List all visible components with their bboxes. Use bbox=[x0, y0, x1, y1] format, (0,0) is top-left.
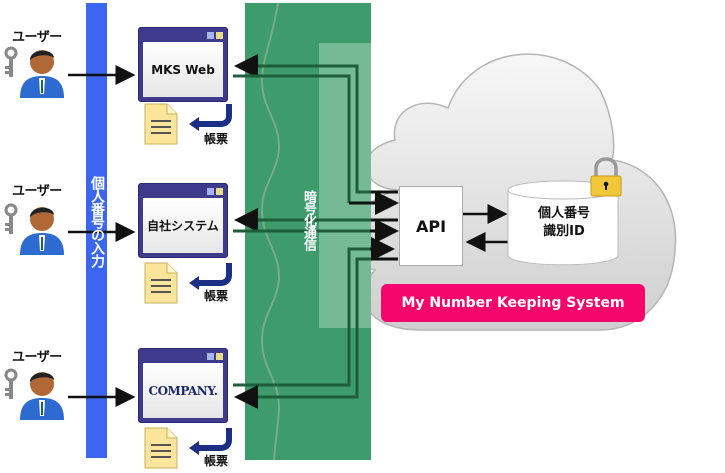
user1-avatar bbox=[4, 46, 64, 98]
system-window-in-house[interactable]: 自社システム bbox=[138, 183, 228, 258]
report1-arrow-icon bbox=[198, 104, 232, 127]
user3-avatar bbox=[4, 368, 64, 420]
report1-arrowhead bbox=[189, 117, 199, 131]
window-button-icon bbox=[216, 188, 223, 195]
lock-icon bbox=[590, 157, 622, 197]
mks-system-label: My Number Keeping System bbox=[381, 284, 645, 322]
window-titlebar bbox=[139, 349, 227, 362]
window-button-icon bbox=[207, 188, 214, 195]
user2-avatar bbox=[4, 203, 64, 255]
database-label-line2: 識別ID bbox=[543, 224, 585, 239]
user1-label: ユーザー bbox=[12, 30, 62, 45]
report2-label: 帳票 bbox=[204, 289, 229, 303]
database-label: 個人番号 識別ID bbox=[509, 205, 619, 241]
report3-arrow-icon bbox=[198, 428, 232, 451]
window-titlebar bbox=[139, 28, 227, 41]
report3-arrowhead bbox=[189, 441, 199, 455]
system-label: MKS Web bbox=[143, 42, 223, 97]
system-label: 自社システム bbox=[143, 198, 223, 253]
window-button-icon bbox=[216, 353, 223, 360]
window-button-icon bbox=[216, 32, 223, 39]
wavy-line bbox=[260, 2, 281, 461]
system-window-mks-web[interactable]: MKS Web bbox=[138, 27, 228, 102]
report2-arrow-icon bbox=[198, 263, 232, 286]
system-window-company[interactable]: COMPANY. bbox=[138, 348, 228, 423]
sys1-send-line bbox=[233, 74, 351, 203]
report2-arrowhead bbox=[189, 276, 199, 290]
report3-label: 帳票 bbox=[204, 454, 229, 468]
api-box: API bbox=[399, 186, 463, 266]
input-bar bbox=[86, 3, 107, 458]
window-titlebar bbox=[139, 184, 227, 197]
sys3-send-line bbox=[233, 247, 370, 387]
window-button-icon bbox=[207, 32, 214, 39]
encryption-label: 暗号化通信 bbox=[301, 190, 316, 250]
company-logo: COMPANY. bbox=[143, 363, 223, 418]
report2-doc-icon bbox=[144, 262, 178, 304]
input-bar-label: 個人番号の入力 bbox=[89, 176, 105, 267]
report3-doc-icon bbox=[144, 427, 178, 469]
report1-label: 帳票 bbox=[204, 132, 229, 146]
encryption-highlight bbox=[319, 43, 371, 328]
window-button-icon bbox=[207, 353, 214, 360]
user3-label: ユーザー bbox=[12, 350, 62, 365]
database-label-line1: 個人番号 bbox=[537, 206, 590, 221]
report1-doc-icon bbox=[144, 103, 178, 145]
user2-label: ユーザー bbox=[12, 184, 62, 199]
